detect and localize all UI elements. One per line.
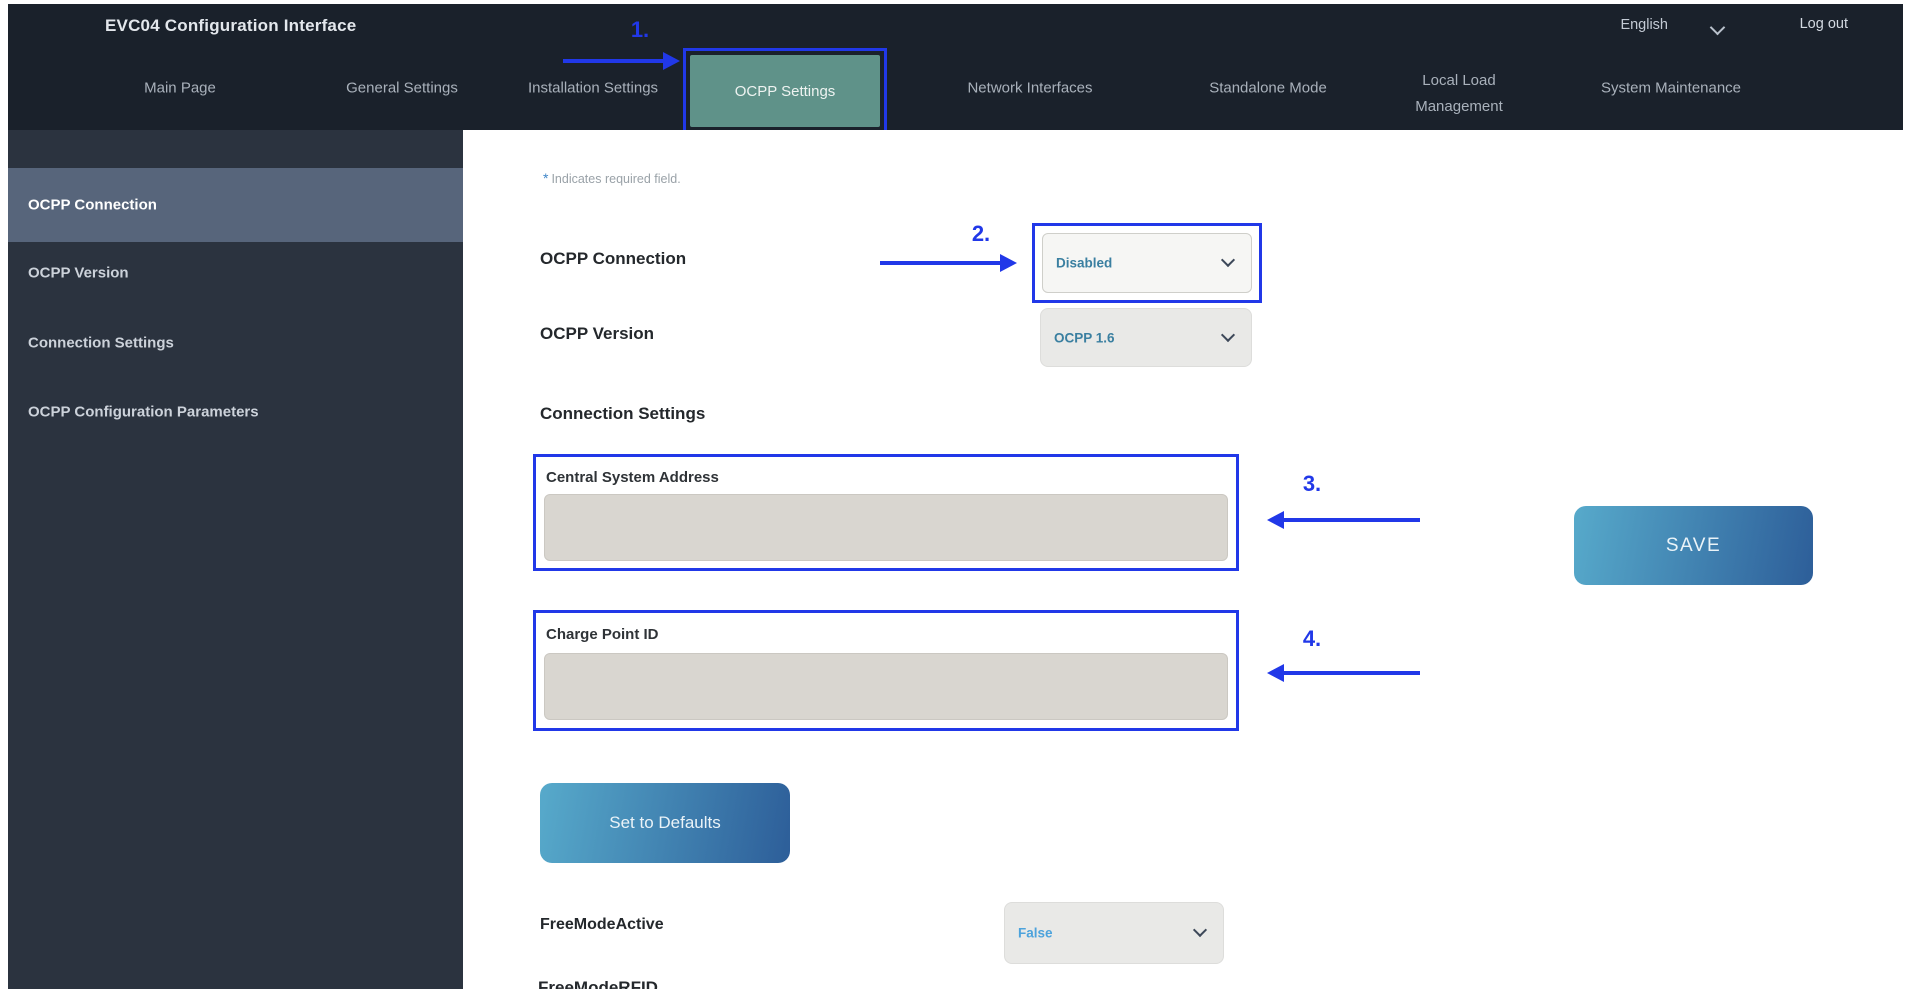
chevron-down-icon: [1220, 327, 1236, 342]
annotation-step-3: 3.: [1302, 471, 1322, 496]
tab-standalone-mode[interactable]: Standalone Mode: [1209, 79, 1327, 97]
free-mode-rfid-label: FreeModeRFID: [538, 978, 658, 989]
tab-local-load-management[interactable]: Local Load Management: [1415, 71, 1503, 115]
annotation-box-step4: Charge Point ID: [533, 610, 1239, 731]
set-to-defaults-button[interactable]: Set to Defaults: [540, 783, 790, 863]
tab-system-maintenance[interactable]: System Maintenance: [1600, 79, 1742, 97]
connection-settings-heading: Connection Settings: [540, 404, 706, 423]
sidebar: OCPP Connection OCPP Version Connection …: [8, 130, 463, 989]
required-field-note: *Indicates required field.: [543, 170, 681, 186]
logout-button[interactable]: Log out: [1799, 16, 1848, 32]
sidebar-item-ocpp-connection[interactable]: OCPP Connection: [8, 168, 463, 242]
tab-main-page[interactable]: Main Page: [144, 79, 216, 97]
charge-point-id-label: Charge Point ID: [546, 626, 659, 643]
central-system-address-input[interactable]: [544, 494, 1228, 561]
central-system-address-label: Central System Address: [546, 469, 719, 486]
annotation-arrow-left-icon: [1267, 510, 1420, 530]
tab-general-settings[interactable]: General Settings: [346, 79, 458, 97]
required-note-text: Indicates required field.: [551, 172, 681, 186]
ocpp-version-label: OCPP Version: [540, 324, 655, 343]
annotation-box-step2: Disabled: [1032, 223, 1262, 303]
chevron-down-icon: [1220, 252, 1236, 268]
ocpp-connection-value: Disabled: [1056, 255, 1113, 271]
charge-point-id-input[interactable]: [544, 653, 1228, 720]
annotation-step-1: 1.: [630, 17, 650, 42]
annotation-arrow-right-icon: [563, 51, 680, 71]
annotation-step-2: 2.: [971, 221, 991, 246]
ocpp-version-value: OCPP 1.6: [1054, 330, 1115, 345]
sidebar-item-label: OCPP Connection: [28, 196, 157, 214]
top-navigation-bar: EVC04 Configuration Interface English Lo…: [8, 4, 1903, 134]
ocpp-version-select[interactable]: OCPP 1.6: [1040, 308, 1252, 367]
language-selector[interactable]: English: [1620, 17, 1668, 33]
tab-ocpp-settings[interactable]: OCPP Settings: [690, 55, 880, 127]
annotation-box-step1: OCPP Settings: [683, 48, 887, 134]
ocpp-connection-label: OCPP Connection: [540, 249, 687, 268]
chevron-down-icon[interactable]: [1709, 19, 1726, 36]
save-button[interactable]: SAVE: [1574, 506, 1813, 585]
sidebar-item-connection-settings[interactable]: Connection Settings: [28, 334, 174, 352]
sidebar-item-ocpp-configuration-parameters[interactable]: OCPP Configuration Parameters: [28, 403, 259, 421]
chevron-down-icon: [1192, 922, 1208, 938]
annotation-arrow-left-icon: [1267, 663, 1420, 683]
ocpp-connection-select[interactable]: Disabled: [1042, 233, 1252, 293]
required-asterisk: *: [543, 170, 549, 186]
annotation-arrow-right-icon: [880, 253, 1017, 273]
free-mode-active-select[interactable]: False: [1004, 902, 1224, 964]
sidebar-item-ocpp-version[interactable]: OCPP Version: [28, 264, 129, 282]
annotation-box-step3: Central System Address: [533, 454, 1239, 571]
free-mode-active-value: False: [1018, 925, 1053, 941]
main-content: *Indicates required field. OCPP Connecti…: [463, 130, 1903, 989]
annotation-step-4: 4.: [1302, 626, 1322, 651]
tab-network-interfaces[interactable]: Network Interfaces: [967, 79, 1093, 97]
tab-installation-settings[interactable]: Installation Settings: [527, 79, 659, 97]
free-mode-active-label: FreeModeActive: [540, 916, 664, 933]
page-title: EVC04 Configuration Interface: [105, 16, 357, 35]
